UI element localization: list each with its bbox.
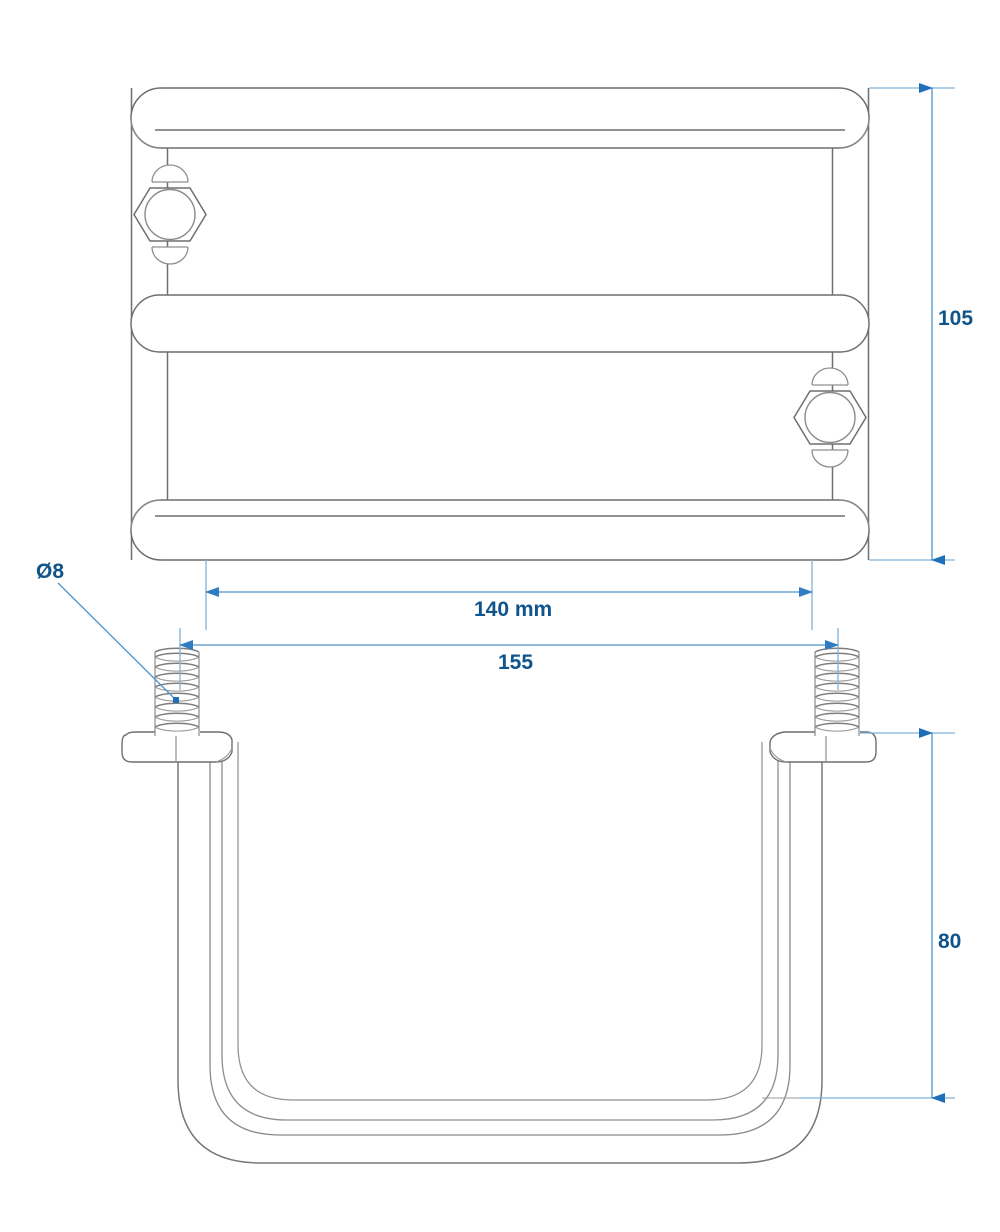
dimension-label-155: 155 (498, 651, 533, 674)
dimension-thread-diameter: Ø8 (36, 560, 179, 703)
top-rod-bar (130, 87, 870, 149)
nut-block-left (121, 731, 233, 763)
dimension-height-top-view: 105 (869, 83, 990, 565)
dimension-label-140mm: 140 mm (474, 598, 552, 621)
middle-rod-bar (130, 294, 870, 353)
top-view (130, 87, 870, 561)
threaded-bolt-left (154, 647, 200, 736)
bottom-rod-bar (130, 499, 870, 561)
dimension-label-105: 105 (938, 307, 973, 330)
dimension-layer: 105 140 mm 155 80 Ø8 (36, 83, 990, 1103)
side-view (121, 647, 877, 1164)
nut-block-right (769, 731, 877, 763)
u-bend-profile (177, 742, 823, 1164)
dimension-label-80: 80 (938, 930, 961, 953)
dimension-width-outer: 155 (179, 628, 839, 690)
dimension-width-inner: 140 mm (205, 560, 813, 630)
dimension-height-side-view: 80 (800, 728, 978, 1103)
hex-nut-left (133, 164, 207, 265)
dimension-label-diameter8: Ø8 (36, 560, 64, 583)
hex-nut-right (793, 367, 867, 468)
